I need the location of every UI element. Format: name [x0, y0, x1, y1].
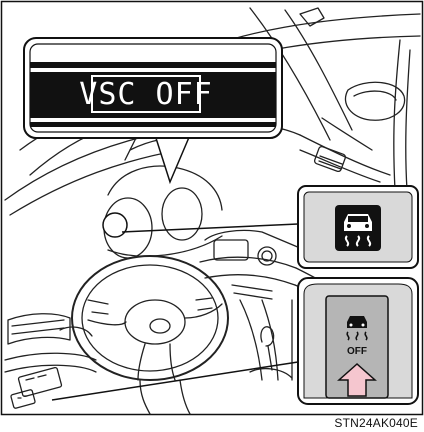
vsc-off-switch-callout: OFF — [298, 278, 418, 404]
indicator-callout — [298, 186, 418, 268]
multi-display-callout: VSC OFF — [24, 38, 282, 138]
figure-code: STN24AK040E — [334, 416, 418, 430]
vsc-off-message: VSC OFF — [79, 77, 212, 112]
skid-slip-indicator-icon — [335, 205, 381, 251]
switch-off-label: OFF — [347, 346, 367, 357]
